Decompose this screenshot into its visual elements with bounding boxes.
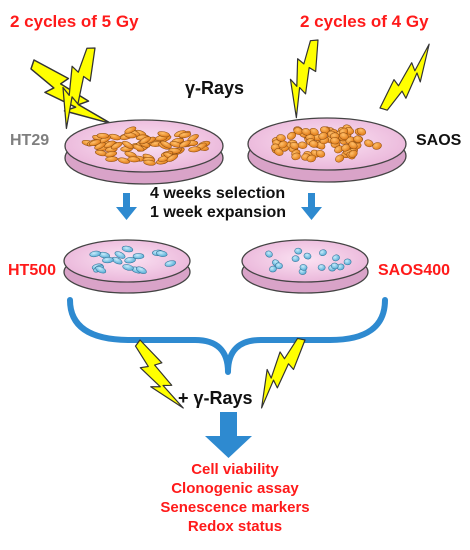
cell (127, 156, 140, 163)
assay-item: Clonogenic assay (171, 480, 299, 497)
cell (286, 131, 297, 140)
cell (96, 132, 110, 139)
cell (348, 149, 358, 158)
cell (294, 247, 303, 255)
cell (303, 252, 312, 260)
lightning-bolt-icon (265, 36, 348, 119)
cell (343, 258, 352, 266)
cell (104, 151, 118, 158)
cell (117, 157, 131, 164)
lightning-bolt-icon (37, 44, 123, 130)
cell (102, 257, 114, 264)
lightning-bolt-icon (369, 43, 440, 112)
cell (103, 140, 116, 149)
cell (121, 245, 134, 253)
cell (291, 152, 301, 161)
cell (356, 127, 367, 136)
cell (318, 132, 328, 140)
cell (89, 250, 101, 258)
cell (95, 266, 107, 274)
cell (188, 146, 201, 153)
cell (88, 139, 102, 147)
assay-item: Redox status (187, 518, 283, 535)
down-arrow-icon (205, 412, 252, 458)
left-irradiation-label: 2 cycles of 5 Gy (10, 12, 139, 31)
cell (157, 131, 170, 138)
cell (179, 140, 191, 148)
resistant-line-label-left: HT500 (8, 262, 57, 279)
cell (275, 262, 283, 270)
cell (178, 132, 192, 139)
resistant-line-label-right: SAOS400 (378, 262, 451, 279)
cell (132, 144, 145, 152)
cell (143, 159, 156, 166)
cell (330, 137, 340, 145)
petri-dish-icon (241, 239, 369, 294)
cell-cluster (265, 247, 352, 275)
cell (164, 260, 176, 267)
cell (124, 126, 137, 134)
cell (335, 154, 345, 163)
cell (265, 250, 273, 258)
cell (299, 264, 308, 271)
lightning-bolt-icon (246, 336, 320, 409)
assay-item: Senescence markers (160, 499, 310, 516)
cell (306, 154, 317, 163)
cell (348, 141, 358, 150)
cell (353, 135, 363, 143)
cell (372, 142, 382, 150)
down-arrow-icon (116, 193, 137, 220)
curly-brace-icon (67, 297, 388, 375)
cell (124, 257, 136, 264)
gamma-rays-treatment-label: + γ-Rays (178, 388, 253, 408)
cell (315, 149, 326, 158)
cell (330, 262, 339, 270)
cell (156, 250, 168, 257)
cell (339, 132, 349, 140)
petri-dish-icon (64, 119, 224, 185)
right-irradiation-label: 2 cycles of 4 Gy (300, 12, 429, 31)
petri-dish-icon (247, 117, 407, 183)
cell-cluster (81, 126, 211, 166)
down-arrow-icon (301, 193, 322, 220)
assay-item: Cell viability (191, 461, 279, 478)
selection-label: 4 weeks selection (150, 185, 286, 202)
cell (122, 140, 134, 149)
cell (114, 251, 126, 259)
cell (297, 141, 308, 149)
parent-line-label-right: SAOS (416, 132, 462, 149)
cell (308, 140, 319, 148)
cell-cluster (270, 124, 382, 163)
cell (319, 249, 327, 256)
cell (132, 253, 145, 260)
cell (160, 140, 172, 149)
cell-cluster (89, 245, 176, 274)
gamma-rays-label: γ-Rays (185, 78, 245, 98)
expansion-label: 1 week expansion (150, 204, 287, 221)
cell (122, 264, 134, 271)
cell (139, 136, 151, 145)
cell (332, 254, 340, 262)
cell (135, 266, 147, 274)
cell (291, 255, 300, 262)
cell (276, 134, 286, 142)
cell (317, 264, 326, 271)
cell (166, 154, 179, 162)
parent-line-label-left: HT29 (10, 132, 50, 149)
cell (274, 148, 284, 156)
petri-dish-icon (63, 239, 191, 294)
cell (301, 128, 311, 136)
